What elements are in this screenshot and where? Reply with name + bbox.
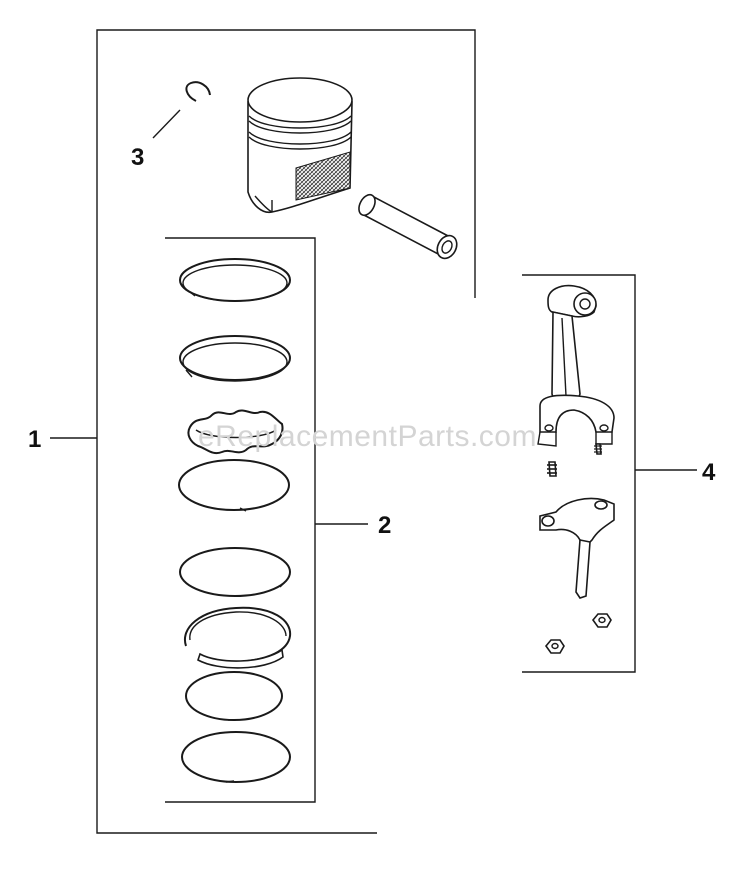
kit-bracket <box>96 29 476 834</box>
watermark-text: eReplacementParts.com <box>198 420 537 453</box>
piston-pin <box>358 193 458 260</box>
connecting-rod-bracket <box>522 274 636 673</box>
piston-ring-set <box>178 258 292 783</box>
piston-ring <box>179 547 291 597</box>
piston-ring <box>185 671 283 721</box>
callout-2: 2 <box>378 512 391 539</box>
ring-set-bracket <box>165 237 316 803</box>
piston-ring <box>181 731 291 783</box>
connecting-rod-cap <box>539 497 615 599</box>
piston-ring <box>179 335 291 382</box>
piston-pin-retainer-clip <box>185 81 211 102</box>
piston-ring <box>178 459 290 512</box>
callout-3: 3 <box>131 144 144 171</box>
rod-nut <box>591 613 612 628</box>
callout-1: 1 <box>28 426 41 453</box>
oil-ring-expander <box>187 409 284 455</box>
piston <box>247 77 353 214</box>
connecting-rod <box>537 284 615 477</box>
rod-nut <box>544 639 565 654</box>
piston-ring <box>179 258 291 302</box>
leader-line-3 <box>152 109 181 139</box>
oil-control-ring <box>183 606 292 669</box>
callout-4: 4 <box>702 459 716 486</box>
